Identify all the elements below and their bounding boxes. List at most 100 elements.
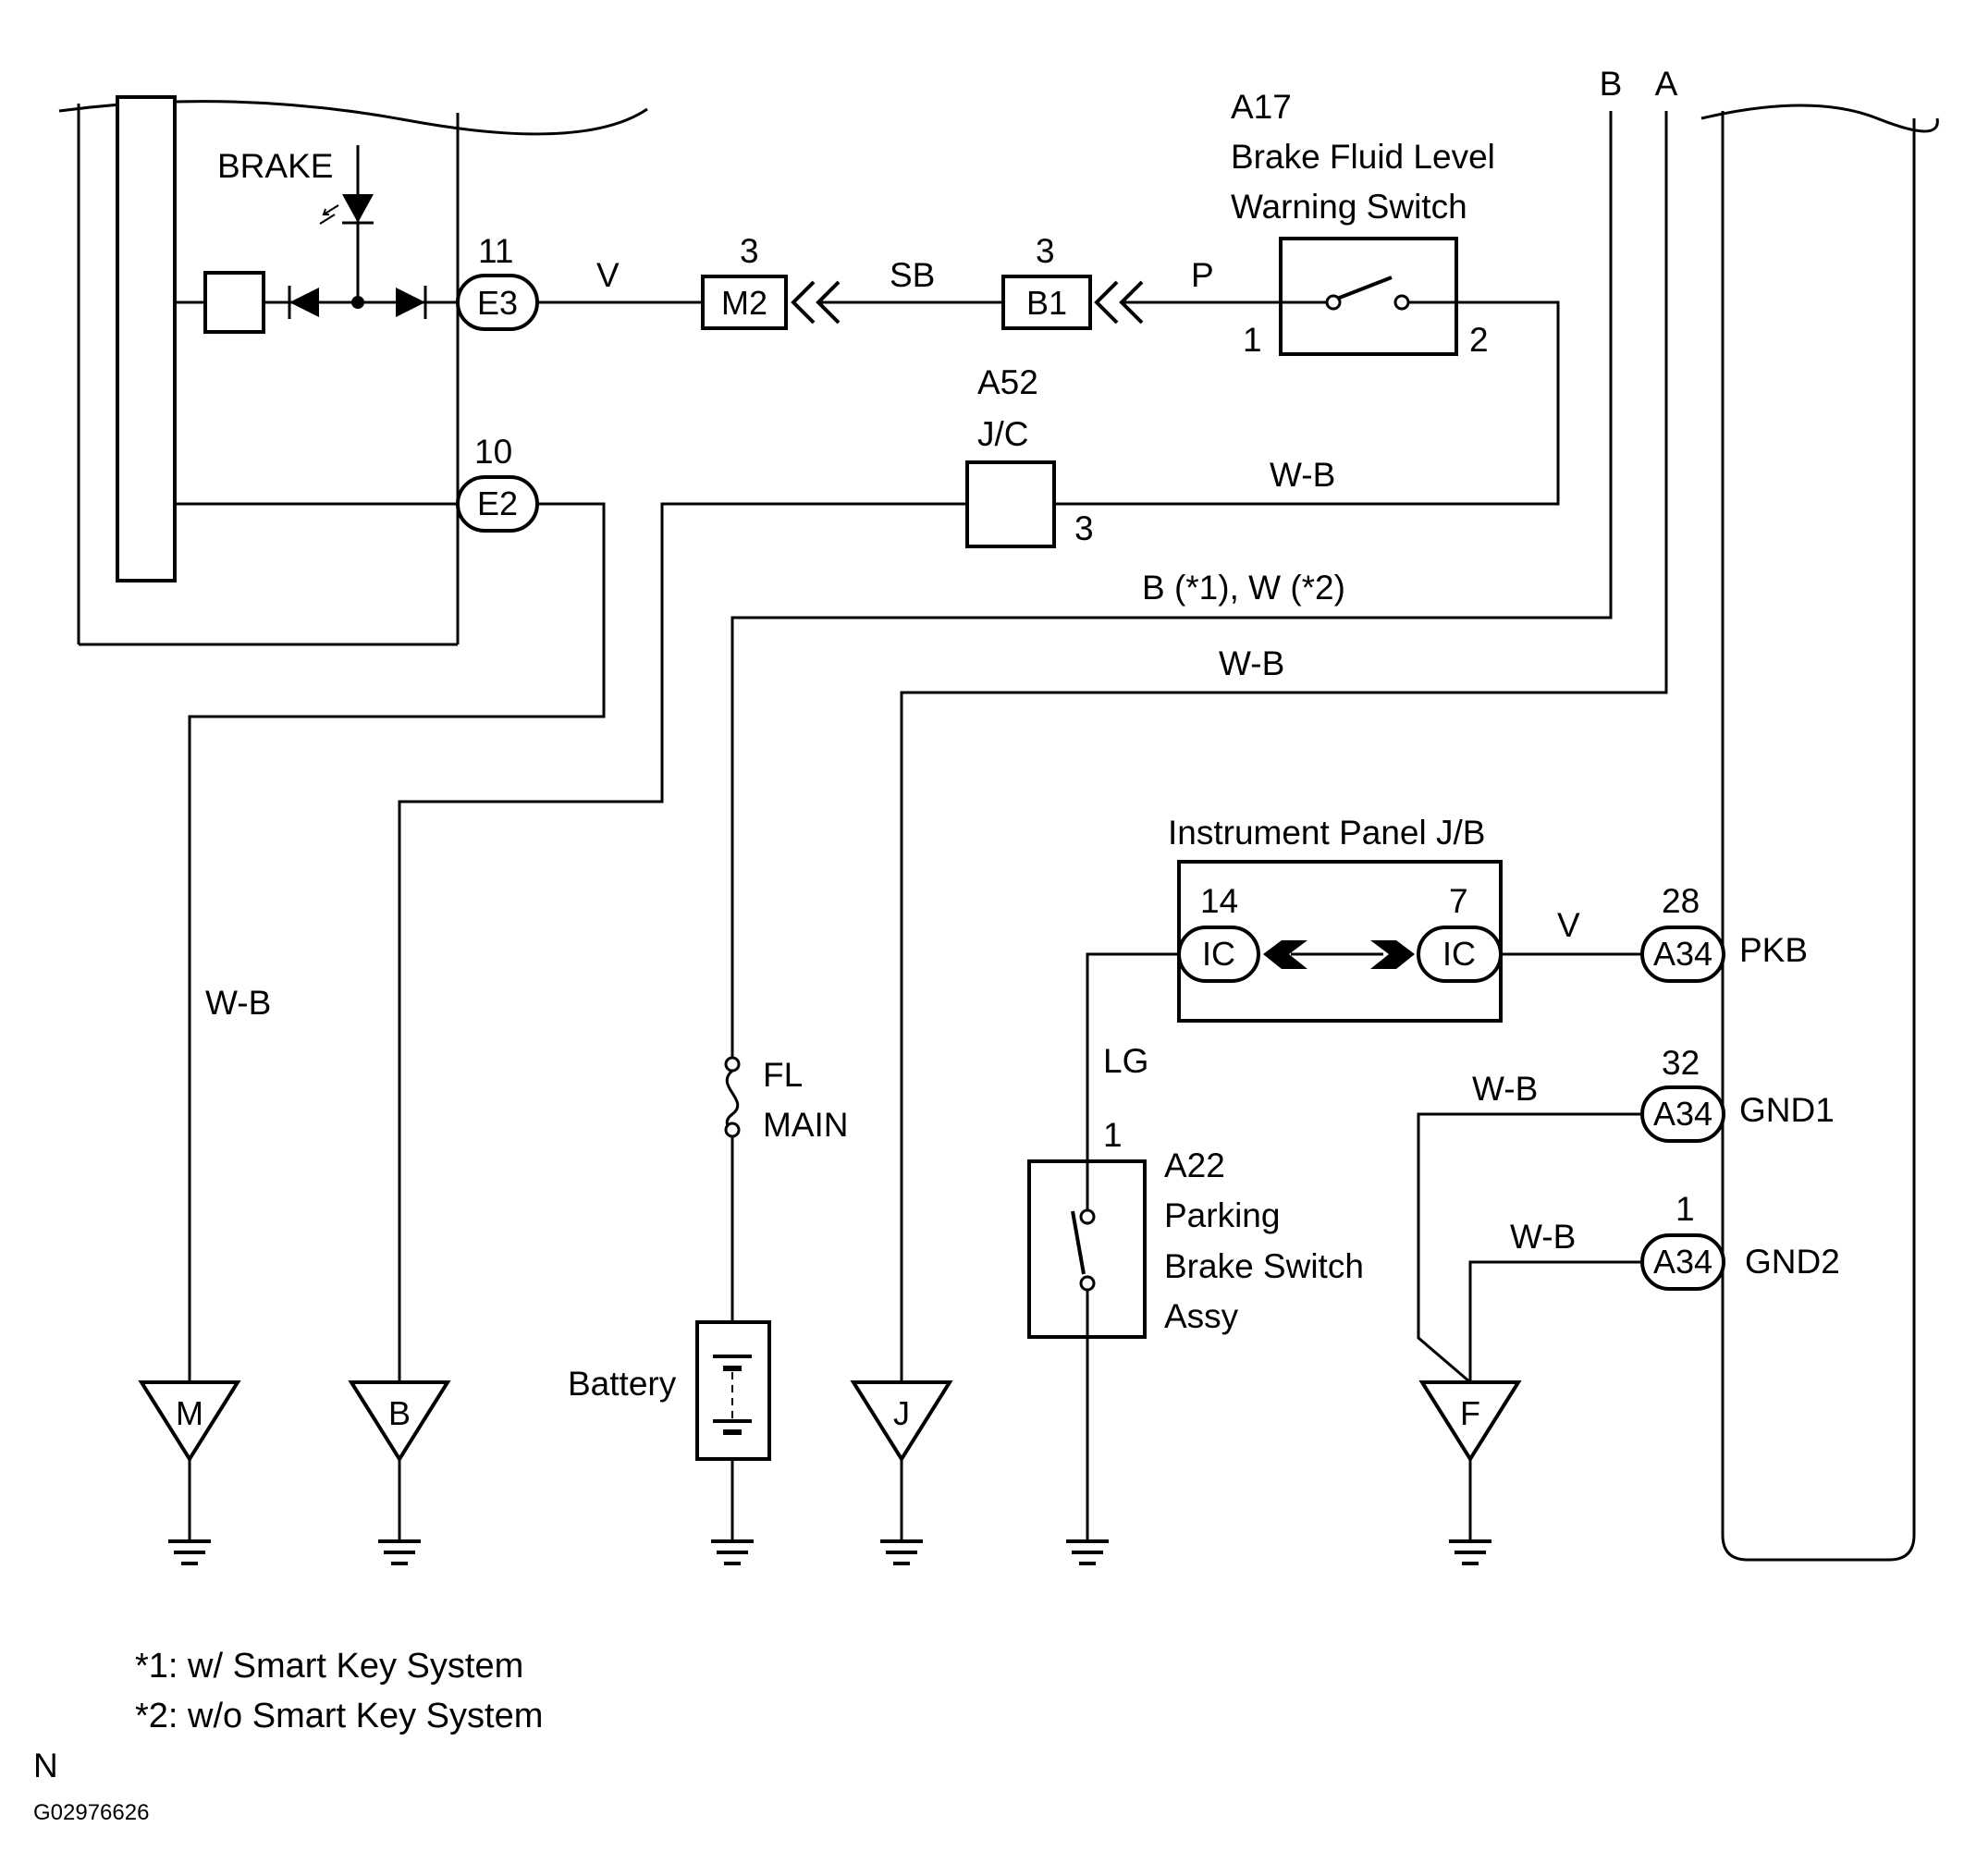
wire-b-line-color: B (*1), W (*2) xyxy=(1142,569,1345,607)
gnd2-name: GND2 xyxy=(1745,1243,1840,1281)
ground-point-f: F xyxy=(1418,1380,1522,1565)
a17-pin-left: 1 xyxy=(1243,321,1262,359)
jb-name: Instrument Panel J/B xyxy=(1168,814,1485,852)
ground-point-b: B xyxy=(348,1380,451,1565)
wire-m2-b1-color: SB xyxy=(890,256,935,294)
brake-fluid-circuit: V 3 M2 SB 3 B1 P xyxy=(537,232,1281,330)
jb-left-arrow-icon xyxy=(1263,940,1307,969)
a17-contact-left xyxy=(1325,294,1342,311)
meter-resistor xyxy=(203,271,265,334)
a17-switch-blade xyxy=(1336,276,1393,300)
gnd2-pin: 1 xyxy=(1676,1190,1695,1228)
ground-parking-switch xyxy=(1066,1539,1109,1565)
battery-label: Battery xyxy=(568,1365,677,1403)
ground-m-icon xyxy=(168,1539,211,1565)
wire-switch-return-color: W-B xyxy=(1270,456,1335,494)
ground-j-icon xyxy=(880,1539,923,1565)
connector-b1 xyxy=(1001,275,1092,330)
ground-m-label: M xyxy=(176,1394,203,1432)
connector-e2: 10 E2 xyxy=(456,433,539,533)
ground-b-label: B xyxy=(388,1394,411,1432)
a17-pin-right: 2 xyxy=(1469,321,1489,359)
wire-e3-m2-color: V xyxy=(596,256,620,294)
combination-meter: BRAKE xyxy=(58,95,648,646)
note-2: *2: w/o Smart Key System xyxy=(135,1697,543,1735)
wire-a-line-color: W-B xyxy=(1219,644,1284,682)
wire-ground-m-color: W-B xyxy=(205,984,271,1022)
a17-name-line1: Brake Fluid Level xyxy=(1231,138,1495,176)
a17-name-line2: Warning Switch xyxy=(1231,188,1467,226)
diode-right-icon xyxy=(396,288,425,317)
connector-m2-pin: 3 xyxy=(740,232,759,270)
ground-point-m: M xyxy=(138,1380,241,1565)
ground-battery-icon xyxy=(711,1539,754,1565)
led-emission-arrows-icon xyxy=(319,204,339,225)
fuse-label-line1: FL xyxy=(763,1056,803,1094)
page-link-b: B xyxy=(1600,65,1623,103)
ground-parking-switch-icon xyxy=(1066,1539,1109,1565)
brake-lamp-label: BRAKE xyxy=(217,147,333,185)
meter-bar xyxy=(116,95,177,582)
jb-right-pin: 7 xyxy=(1449,882,1468,920)
connector-m2 xyxy=(701,275,788,330)
connector-e3-pin: 11 xyxy=(478,232,513,270)
a52-pin: 3 xyxy=(1074,509,1094,547)
ground-f-icon xyxy=(1449,1539,1491,1565)
junction-connector-a52: A52 J/C 3 xyxy=(398,363,1094,1382)
pkb-name: PKB xyxy=(1739,931,1808,969)
footer-letter: N xyxy=(33,1747,58,1784)
gnd1-pin: 32 xyxy=(1662,1044,1700,1082)
gnd2-conn: A34 xyxy=(1653,1243,1712,1281)
connector-e3-label: E3 xyxy=(477,284,518,322)
a22-name-line3: Assy xyxy=(1164,1297,1239,1335)
a22-switch-blade xyxy=(1071,1210,1086,1275)
wire-gnd1-color: W-B xyxy=(1472,1070,1538,1108)
diode-left-icon xyxy=(289,288,319,317)
a52-name: J/C xyxy=(977,415,1029,453)
a22-pin: 1 xyxy=(1103,1116,1123,1154)
jb-left-pin: 14 xyxy=(1200,882,1238,920)
a17-code: A17 xyxy=(1231,88,1292,126)
ground-point-j: J xyxy=(850,1380,953,1565)
ground-battery xyxy=(711,1539,754,1565)
pkb-pin: 28 xyxy=(1662,882,1700,920)
page-link-a: A xyxy=(1655,65,1678,103)
fuse-label-line2: MAIN xyxy=(763,1106,849,1144)
battery: Battery xyxy=(568,1320,771,1541)
brake-warning-led-icon xyxy=(342,194,374,223)
a22-contact-bottom xyxy=(1079,1275,1096,1292)
jb-left-conn-label: IC xyxy=(1202,935,1235,973)
link-a-wire xyxy=(900,111,1668,1382)
e2-ground-wire xyxy=(188,502,606,1382)
ground-f-label: F xyxy=(1460,1394,1480,1432)
a52-code: A52 xyxy=(977,363,1038,401)
page-links: B A B (*1), W (*2) W-B xyxy=(730,65,1678,1382)
wire-jb-pkb-color: V xyxy=(1557,906,1580,944)
gnd1-name: GND1 xyxy=(1739,1091,1835,1129)
fusible-link-main: FL MAIN xyxy=(724,1056,849,1322)
link-b-wire xyxy=(730,111,1613,1061)
parking-brake-switch: 1 A22 Parking Brake Switch Assy xyxy=(1027,1116,1364,1541)
brake-fluid-level-switch: A17 Brake Fluid Level Warning Switch 1 2… xyxy=(1054,88,1560,506)
connector-b1-pin: 3 xyxy=(1036,232,1055,270)
note-1: *1: w/ Smart Key System xyxy=(135,1647,523,1686)
a22-name-line2: Brake Switch xyxy=(1164,1247,1364,1285)
ecu-terminal-pkb: 28 A34 PKB xyxy=(1640,882,1808,983)
a22-code: A22 xyxy=(1164,1146,1225,1184)
gnd1-conn: A34 xyxy=(1653,1095,1712,1133)
ecu-terminal-gnd2: 1 A34 GND2 W-B xyxy=(1468,1190,1840,1382)
wire-gnd2-color: W-B xyxy=(1510,1218,1576,1256)
connector-e2-label: E2 xyxy=(477,484,518,522)
a22-name-line1: Parking xyxy=(1164,1196,1280,1234)
footnotes: *1: w/ Smart Key System *2: w/o Smart Ke… xyxy=(33,1647,543,1825)
wire-parking-switch-color: LG xyxy=(1103,1042,1148,1080)
ecu-box xyxy=(1700,104,1939,1562)
connector-e2-pin: 10 xyxy=(474,433,512,471)
ground-b-icon xyxy=(378,1539,421,1565)
jb-right-conn-label: IC xyxy=(1442,935,1476,973)
a22-contact-top xyxy=(1079,1208,1096,1225)
figure-code: G02976626 xyxy=(33,1800,149,1825)
wire-b1-switch-color: P xyxy=(1191,256,1214,294)
jb-right-arrow-icon xyxy=(1370,940,1415,969)
